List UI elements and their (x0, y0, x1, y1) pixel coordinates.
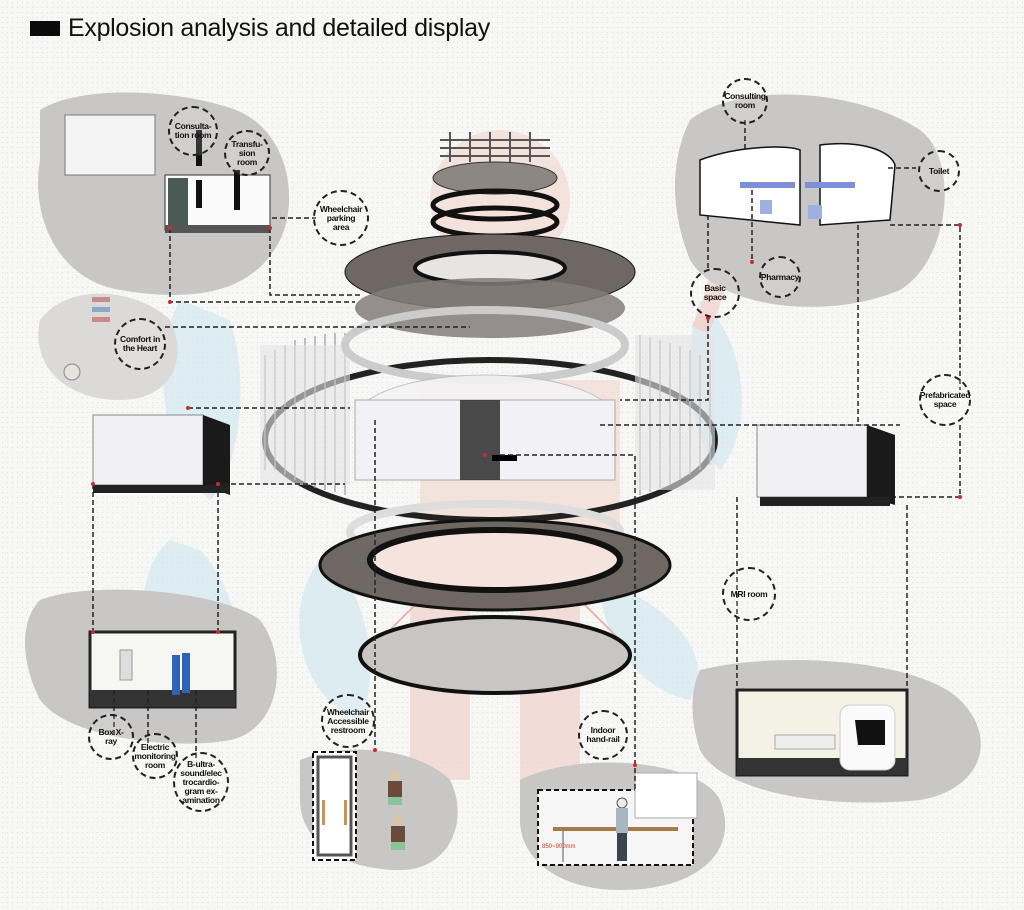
vignette-mri-module (756, 424, 895, 506)
vignette-handrail (537, 772, 698, 866)
label-prefabricated-space: Prefabricated space (919, 374, 971, 426)
label-pharmacy: Pharmacy (759, 256, 801, 298)
vignette-comfort (63, 297, 110, 381)
label-electric-monitoring: Electric monitoring room (132, 733, 178, 779)
label-b-ultrasound: B-ultra-sound/elec trocardio-gram ex-ami… (173, 752, 229, 812)
roof-grid (440, 132, 550, 162)
label-consultation-room: Consulta-tion room (168, 106, 218, 156)
vignette-left-module (92, 414, 230, 495)
page-title: Explosion analysis and detailed display (30, 14, 490, 43)
label-mri-room: MRI room (722, 567, 776, 621)
vignette-restroom (312, 751, 405, 861)
label-basic-space: Basic space (690, 268, 740, 318)
exploded-model (260, 132, 718, 695)
handrail-height-text: 850~900mm (542, 844, 576, 850)
vignette-mri (735, 688, 909, 777)
label-wheelchair-parking: Wheelchair parking area (313, 190, 369, 246)
label-toilet: Toilet (918, 150, 960, 192)
label-consulting-room: Consulting room (722, 78, 768, 124)
vignette-xray (88, 630, 237, 709)
title-text: Explosion analysis and detailed display (68, 14, 490, 42)
label-comfort-heart: Comfort in the Heart (114, 318, 166, 370)
label-wheelchair-restroom: Wheelchair Accessible restroom (321, 694, 375, 748)
label-transfusion-room: Transfu-sion room (224, 130, 270, 176)
vignette-consultation (64, 114, 271, 233)
vignette-consulting-pharmacy (699, 142, 896, 226)
label-indoor-handrail: Indoor hand-rail (578, 710, 628, 760)
title-marker (30, 21, 60, 36)
label-box-xray: Box X-ray (88, 714, 134, 760)
